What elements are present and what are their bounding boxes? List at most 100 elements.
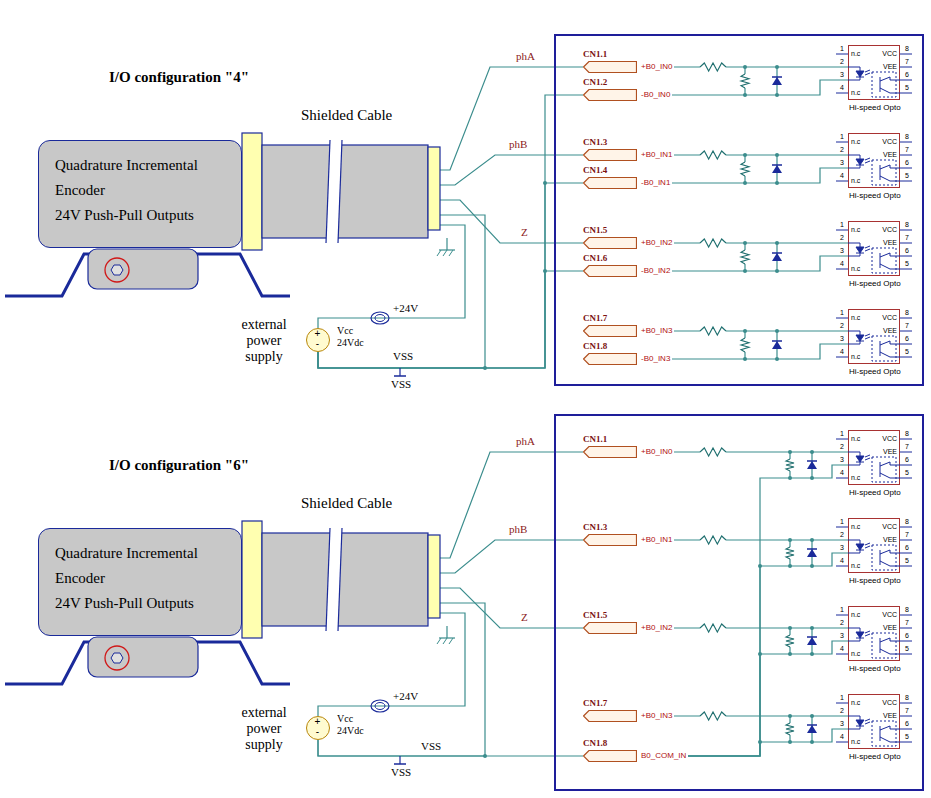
junction-dot — [543, 269, 547, 273]
pin-number: 8 — [905, 133, 909, 141]
connector-pin: CN1.6-B0_IN2 — [583, 252, 672, 278]
connector-name: CN1.4 — [583, 164, 607, 176]
pin-name: n.c — [851, 435, 860, 443]
connector-pin: CN1.5+B0_IN2 — [583, 609, 674, 635]
pin-number: 5 — [905, 348, 909, 356]
pin-name: n.c — [851, 474, 860, 482]
resistor-symbol — [700, 624, 726, 632]
pin-number: 1 — [840, 694, 844, 702]
pin-name: n.c — [851, 314, 860, 322]
pin-number: 4 — [840, 645, 844, 653]
connector-outline — [583, 61, 637, 73]
resistor-symbol — [786, 635, 794, 647]
junction-dot — [743, 153, 747, 157]
resistor-symbol — [741, 250, 749, 264]
wire — [688, 641, 848, 756]
resistor-symbol — [786, 723, 794, 735]
part-name: 24V Push-Pull Outputs — [55, 591, 229, 616]
pin-number: 3 — [840, 247, 844, 255]
pin-name: n.c — [851, 353, 860, 361]
connector-pin: CN1.7 +B0_IN3 — [583, 697, 674, 723]
pin-number: 4 — [840, 557, 844, 565]
resistor-symbol — [700, 63, 726, 71]
wire — [318, 271, 583, 368]
pin-number: 5 — [905, 733, 909, 741]
part-name: Hi-speed Opto — [849, 664, 901, 674]
connector-pin: CN1.2-B0_IN0 — [583, 76, 672, 102]
signal-name: -B0_IN2 — [641, 265, 670, 277]
junction-dot — [775, 357, 779, 361]
diode-symbol — [807, 461, 817, 469]
part-name: Hi-speed Opto — [849, 752, 901, 762]
resistor-symbol — [700, 623, 726, 633]
connector-outline — [583, 750, 637, 762]
junction-dot — [788, 450, 792, 454]
signal-name: +B0_IN0 — [641, 61, 672, 73]
part-name: Shielded Cable — [300, 494, 393, 512]
pin-number: 8 — [905, 518, 909, 526]
junction-dot — [775, 329, 779, 333]
connector-outline — [583, 325, 637, 337]
connector-outline — [583, 710, 637, 722]
signal-name: +B0_IN1 — [641, 534, 672, 546]
resistor-symbol — [741, 338, 749, 352]
junction-dot — [775, 269, 779, 273]
pin-number: 7 — [905, 707, 909, 715]
diode-symbol — [772, 77, 782, 85]
signal-name: phA — [515, 50, 536, 63]
part-name: Hi-speed Opto — [849, 488, 901, 498]
junction-dot — [775, 153, 779, 157]
signal-name: VSS — [390, 766, 412, 779]
pin-name: n.c — [851, 523, 860, 531]
signal-name: phB — [508, 138, 528, 151]
pin-name: n.c — [851, 265, 860, 273]
part-name: Hi-speed Opto — [849, 103, 901, 113]
pin-number: 6 — [905, 632, 909, 640]
resistor-symbol — [700, 535, 726, 545]
junction-dot — [775, 93, 779, 97]
connector-outline — [583, 177, 637, 189]
diode-symbol — [807, 460, 817, 462]
signal-name: +B0_IN3 — [641, 710, 672, 722]
board-panel — [555, 415, 923, 790]
optocoupler: n.cn.cVCCVEE12348765Hi-speed Opto — [848, 309, 900, 364]
signal-name: VSS — [390, 378, 412, 391]
encoder-illustration — [5, 133, 487, 376]
resistor-symbol — [700, 326, 726, 336]
pin-name: VEE — [883, 239, 897, 247]
junction-dot — [743, 65, 747, 69]
pin-number: 7 — [905, 146, 909, 154]
resistor-symbol — [785, 547, 795, 559]
pin-number: 2 — [840, 619, 844, 627]
part-name: Hi-speed Opto — [849, 367, 901, 377]
pin-number: 7 — [905, 58, 909, 66]
pin-number: 6 — [905, 456, 909, 464]
junction-dot — [788, 740, 792, 744]
junction-dot — [810, 740, 814, 744]
resistor-symbol — [700, 150, 726, 160]
pin-number: 4 — [840, 84, 844, 92]
pin-name: n.c — [851, 699, 860, 707]
connector-outline — [583, 89, 637, 101]
signal-name: Z — [520, 226, 529, 239]
diode-symbol — [772, 253, 782, 261]
signal-name: phB — [508, 523, 528, 536]
connector-name: CN1.7 — [583, 697, 607, 709]
encoder-box: Quadrature Incremental Encoder24V Push-P… — [38, 528, 242, 636]
wire — [318, 740, 583, 756]
pin-number: 6 — [905, 247, 909, 255]
wire — [688, 553, 848, 756]
connector-pin: CN1.7+B0_IN3 — [583, 312, 674, 338]
pin-number: 7 — [905, 322, 909, 330]
pin-number: 6 — [905, 159, 909, 167]
pin-name: n.c — [851, 611, 860, 619]
diode-symbol — [772, 340, 782, 342]
signal-name: VSS — [420, 740, 442, 753]
resistor-symbol — [786, 547, 794, 559]
pin-name: VCC — [882, 523, 897, 531]
signal-name: +B0_IN0 — [641, 446, 672, 458]
junction-dot — [775, 181, 779, 185]
supply-label: Vcc 24Vdc — [337, 713, 373, 737]
pin-name: VEE — [883, 712, 897, 720]
